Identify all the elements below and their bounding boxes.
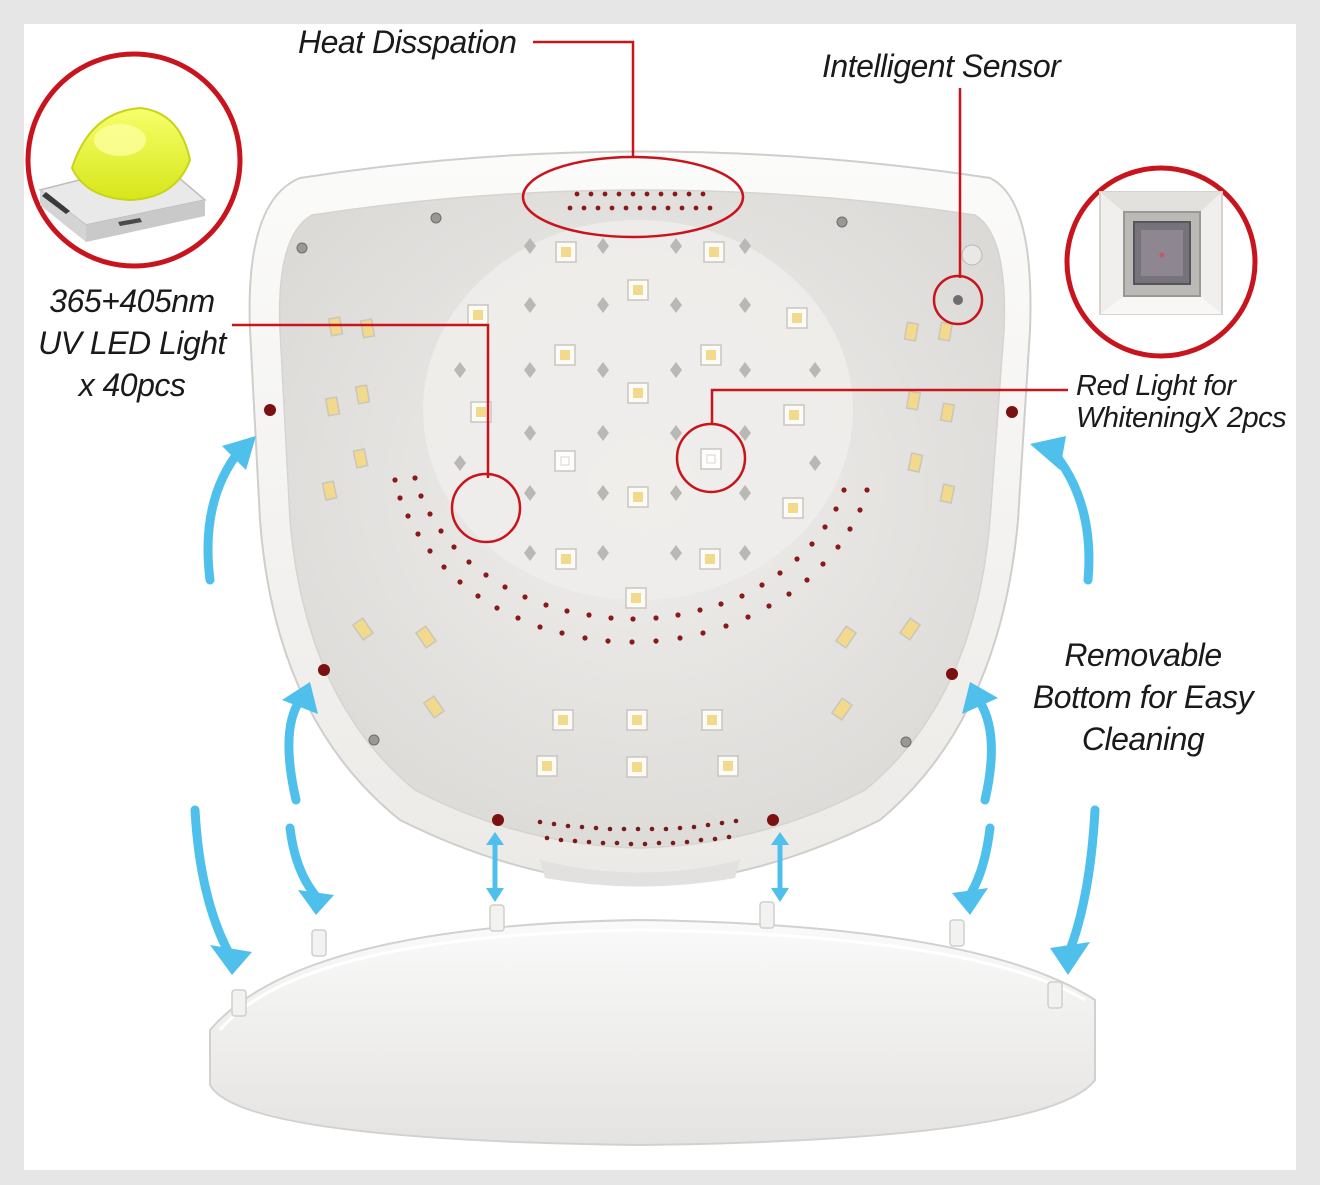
uv-led-label-line-2: UV LED Light: [38, 325, 226, 361]
uv-led-label-line-1: 365+405nm: [49, 283, 215, 319]
heat-vent-arc: [392, 475, 870, 645]
sensor-window: [953, 244, 983, 305]
red-light-label-line-1: Red Light for: [1076, 370, 1236, 402]
red-light-leds: [554, 448, 722, 472]
lamp-housing: [248, 150, 1032, 887]
intelligent-sensor-label: Intelligent Sensor: [822, 48, 1061, 84]
removable-bottom-label-line-1: Removable: [1064, 637, 1222, 673]
uv-led-chip-inset: [25, 51, 243, 269]
heat-vent-top: [567, 191, 713, 211]
removable-bottom-label-line-3: Cleaning: [1081, 721, 1205, 757]
reflector-diamonds: [454, 238, 821, 561]
red-light-label-line-2: WhiteningX 2pcs: [1076, 402, 1287, 434]
base-posts: [231, 901, 1063, 1017]
removable-base: [209, 901, 1096, 1147]
heat-vent-bottom: [537, 818, 739, 847]
heat-dissipation-label: Heat Disspation: [298, 24, 517, 60]
uv-leds: [321, 241, 956, 778]
uv-led-label-line-3: x 40pcs: [78, 367, 186, 403]
blue-arrowheads: [210, 436, 1090, 975]
uv-led-label: 365+405nm UV LED Light x 40pcs: [14, 280, 250, 406]
red-light-label: Red Light for WhiteningX 2pcs: [1076, 370, 1287, 434]
removable-bottom-label: Removable Bottom for Easy Cleaning: [1018, 634, 1268, 760]
callouts: [232, 40, 1068, 544]
housing-screws: [296, 212, 912, 748]
housing-holes: [264, 404, 1018, 826]
sensor-inset: [1064, 165, 1258, 359]
removable-bottom-label-line-2: Bottom for Easy: [1032, 679, 1254, 715]
